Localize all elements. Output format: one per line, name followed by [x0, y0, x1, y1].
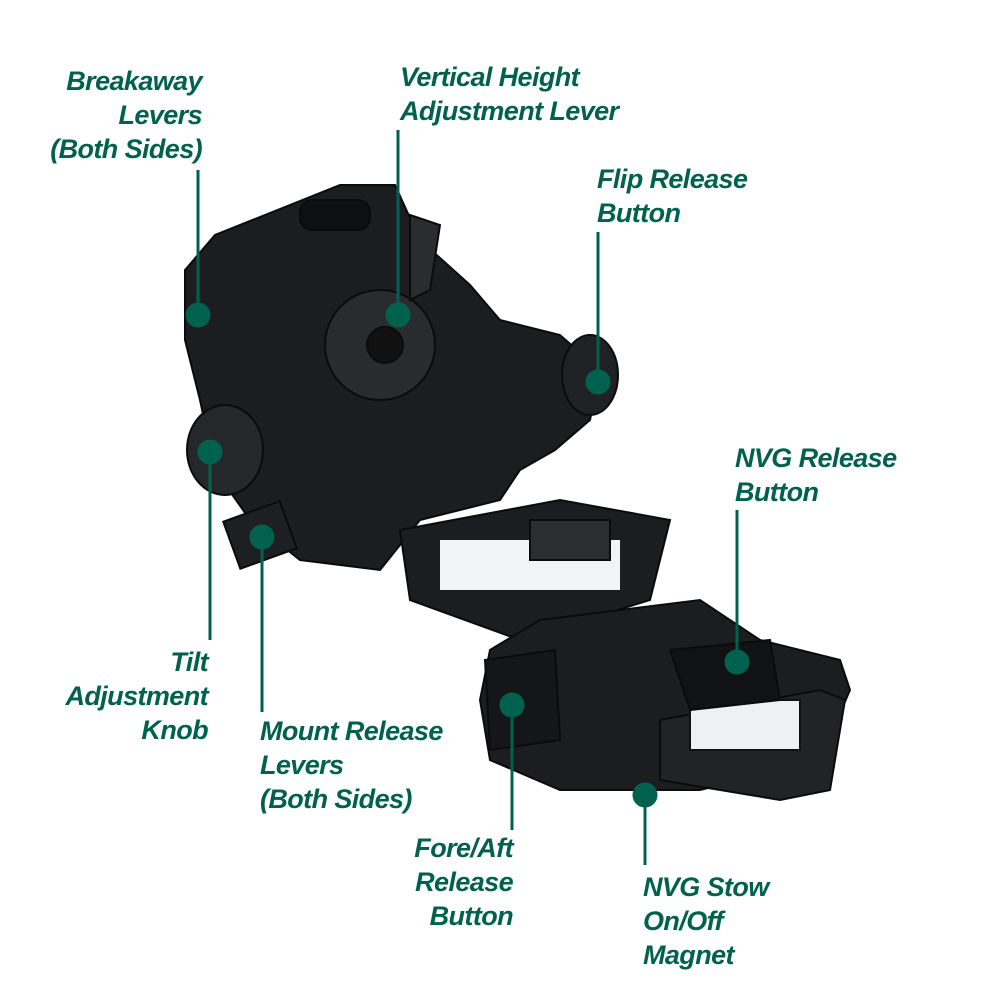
label-line: Adjustment Lever	[400, 96, 619, 126]
callout-dot	[724, 649, 750, 675]
label-vertical-height-lever: Vertical Height Adjustment Lever	[400, 60, 619, 128]
label-line: Breakaway	[66, 66, 202, 96]
label-nvg-stow-magnet: NVG Stow On/Off Magnet	[643, 870, 769, 972]
label-tilt-adjustment-knob: Tilt Adjustment Knob	[65, 645, 208, 747]
label-flip-release-button: Flip Release Button	[597, 162, 748, 230]
label-line: On/Off	[643, 906, 724, 936]
label-line: Vertical Height	[400, 62, 580, 92]
label-line: Mount Release	[260, 716, 443, 746]
callout-dot	[197, 439, 223, 465]
label-line: Fore/Aft	[414, 833, 513, 863]
label-line: NVG Stow	[643, 872, 769, 902]
callout-dot	[632, 782, 658, 808]
label-mount-release-levers: Mount Release Levers (Both Sides)	[260, 714, 443, 816]
label-line: Levers	[118, 100, 203, 130]
label-line: Button	[735, 477, 819, 507]
label-line: (Both Sides)	[260, 784, 412, 814]
label-fore-aft-release-button: Fore/Aft Release Button	[414, 831, 513, 933]
label-line: Button	[597, 198, 681, 228]
label-line: Magnet	[643, 940, 735, 970]
label-breakaway-levers: Breakaway Levers (Both Sides)	[50, 64, 202, 166]
label-line: Adjustment	[65, 681, 208, 711]
label-nvg-release-button: NVG Release Button	[735, 441, 897, 509]
label-line: Levers	[260, 750, 344, 780]
callout-dot	[385, 302, 411, 328]
label-line: Button	[429, 901, 514, 931]
nvg-mount-body	[184, 184, 852, 802]
callout-dot	[499, 692, 525, 718]
label-line: NVG Release	[735, 443, 897, 473]
label-line: Knob	[141, 715, 208, 745]
leader-lines	[185, 130, 750, 865]
label-line: (Both Sides)	[50, 134, 202, 164]
label-line: Release	[415, 867, 513, 897]
callout-dot	[185, 302, 211, 328]
label-line: Flip Release	[597, 164, 748, 194]
label-line: Tilt	[170, 647, 208, 677]
callout-dot	[585, 369, 611, 395]
callout-dot	[249, 524, 275, 550]
